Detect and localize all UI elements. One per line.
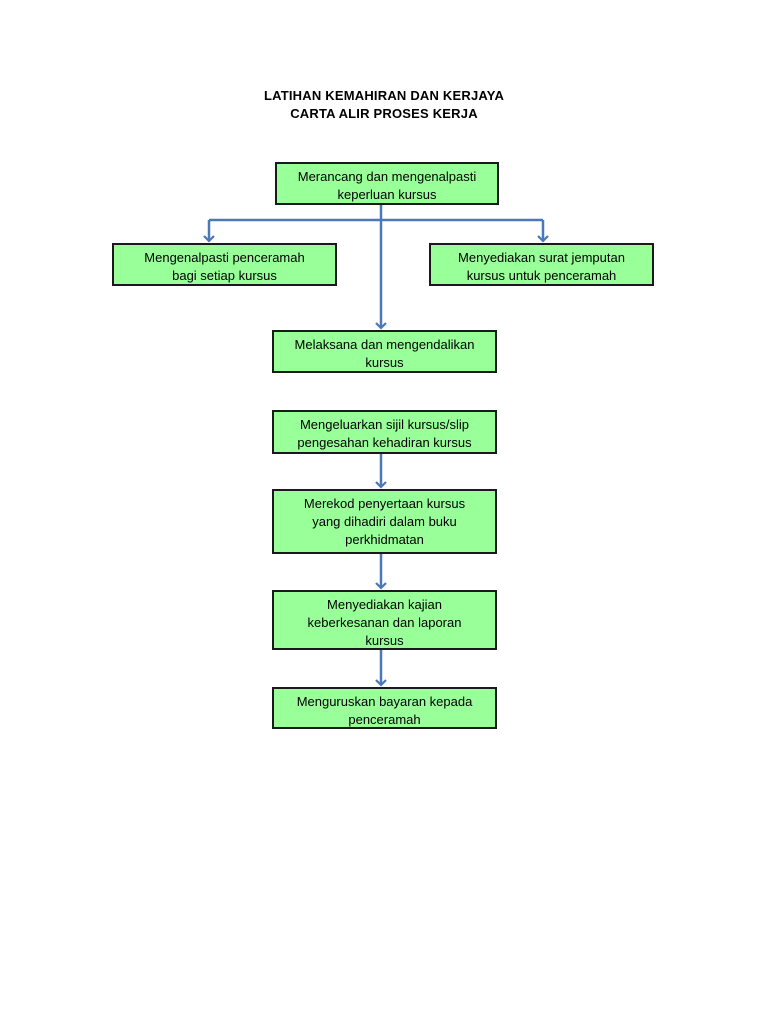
node-n4: Melaksana dan mengendalikan kursus [272, 330, 497, 373]
node-n6-label: Merekod penyertaan kursus yang dihadiri … [303, 496, 466, 547]
node-n1-label: Merancang dan mengenalpasti keperluan ku… [297, 169, 477, 202]
node-n2-label: Mengenalpasti penceramah bagi setiap kur… [144, 250, 305, 283]
chart-subtitle: CARTA ALIR PROSES KERJA [290, 106, 478, 121]
node-n3-label: Menyediakan surat jemputan kursus untuk … [458, 250, 625, 283]
node-n1: Merancang dan mengenalpasti keperluan ku… [275, 162, 499, 205]
node-n3: Menyediakan surat jemputan kursus untuk … [429, 243, 654, 286]
chart-title: LATIHAN KEMAHIRAN DAN KERJAYA [263, 88, 505, 103]
node-n4-label: Melaksana dan mengendalikan kursus [294, 337, 475, 370]
node-n8: Menguruskan bayaran kepada penceramah [272, 687, 497, 729]
node-n7: Menyediakan kajian keberkesanan dan lapo… [272, 590, 497, 650]
node-n2: Mengenalpasti penceramah bagi setiap kur… [112, 243, 337, 286]
node-n5-label: Mengeluarkan sijil kursus/slip pengesaha… [297, 417, 472, 450]
node-n6: Merekod penyertaan kursus yang dihadiri … [272, 489, 497, 554]
node-n5: Mengeluarkan sijil kursus/slip pengesaha… [272, 410, 497, 454]
node-n8-label: Menguruskan bayaran kepada penceramah [296, 694, 473, 727]
node-n7-label: Menyediakan kajian keberkesanan dan lapo… [307, 597, 462, 648]
